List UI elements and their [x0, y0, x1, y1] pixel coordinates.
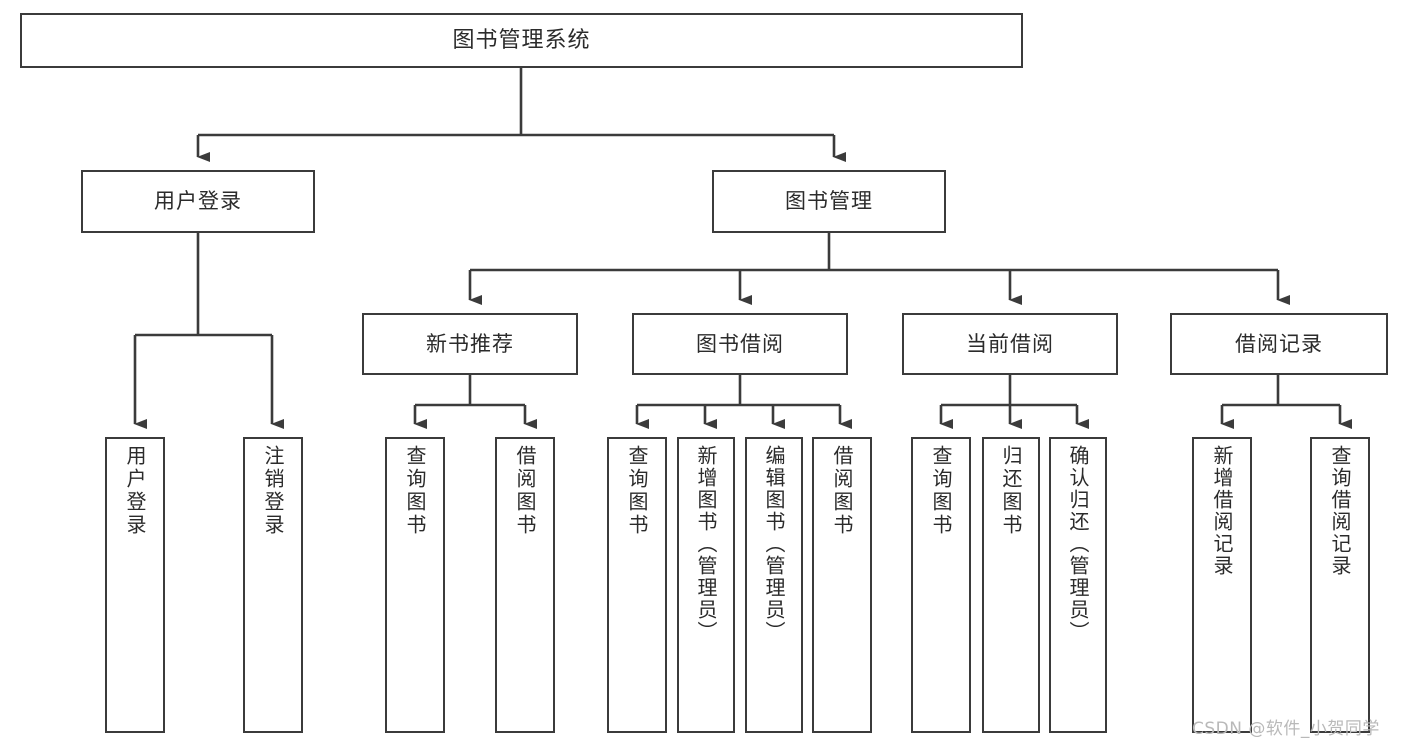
node-label: 借阅图书: [830, 445, 854, 537]
node-label: 查询图书: [403, 445, 427, 537]
node-label: 归还图书: [999, 445, 1023, 537]
node-current-borrow[interactable]: 当前借阅: [902, 313, 1118, 375]
node-label: 用户登录: [154, 189, 242, 214]
node-leaf-borrow-book-recommend[interactable]: 借阅图书: [495, 437, 555, 733]
node-leaf-edit-book-admin[interactable]: 编辑图书（管理员）: [745, 437, 803, 733]
node-label: 查询图书: [929, 445, 953, 537]
node-leaf-add-borrow-record[interactable]: 新增借阅记录: [1192, 437, 1252, 733]
node-label: 当前借阅: [966, 331, 1054, 356]
node-root-book-management-system[interactable]: 图书管理系统: [20, 13, 1023, 68]
node-user-login[interactable]: 用户登录: [81, 170, 315, 233]
node-label: 用户登录: [123, 445, 147, 537]
node-leaf-query-borrow-record[interactable]: 查询借阅记录: [1310, 437, 1370, 733]
node-book-borrow[interactable]: 图书借阅: [632, 313, 848, 375]
node-book-management[interactable]: 图书管理: [712, 170, 946, 233]
node-new-book-recommend[interactable]: 新书推荐: [362, 313, 578, 375]
node-label: 查询借阅记录: [1328, 445, 1352, 577]
node-label: 编辑图书（管理员）: [762, 445, 786, 643]
node-leaf-query-book-recommend[interactable]: 查询图书: [385, 437, 445, 733]
node-label: 新增借阅记录: [1210, 445, 1234, 577]
node-leaf-user-login[interactable]: 用户登录: [105, 437, 165, 733]
node-leaf-return-book[interactable]: 归还图书: [982, 437, 1040, 733]
node-label: 图书管理: [785, 189, 873, 214]
node-leaf-add-book-admin[interactable]: 新增图书（管理员）: [677, 437, 735, 733]
node-label: 注销登录: [261, 445, 285, 537]
csdn-watermark: CSDN @软件_小贺同学: [1192, 714, 1380, 739]
watermark-text: CSDN @软件_小贺同学: [1192, 719, 1380, 739]
node-leaf-confirm-return-admin[interactable]: 确认归还（管理员）: [1049, 437, 1107, 733]
node-label: 借阅记录: [1235, 331, 1323, 356]
node-label: 图书借阅: [696, 331, 784, 356]
node-label: 确认归还（管理员）: [1066, 445, 1090, 643]
node-label: 新书推荐: [426, 331, 514, 356]
node-label: 图书管理系统: [452, 27, 591, 53]
node-leaf-query-book-borrow[interactable]: 查询图书: [607, 437, 667, 733]
node-label: 借阅图书: [513, 445, 537, 537]
node-leaf-query-book-current[interactable]: 查询图书: [911, 437, 971, 733]
node-label: 新增图书（管理员）: [694, 445, 718, 643]
node-label: 查询图书: [625, 445, 649, 537]
node-borrow-record[interactable]: 借阅记录: [1170, 313, 1388, 375]
node-leaf-logout[interactable]: 注销登录: [243, 437, 303, 733]
node-leaf-borrow-book[interactable]: 借阅图书: [812, 437, 872, 733]
